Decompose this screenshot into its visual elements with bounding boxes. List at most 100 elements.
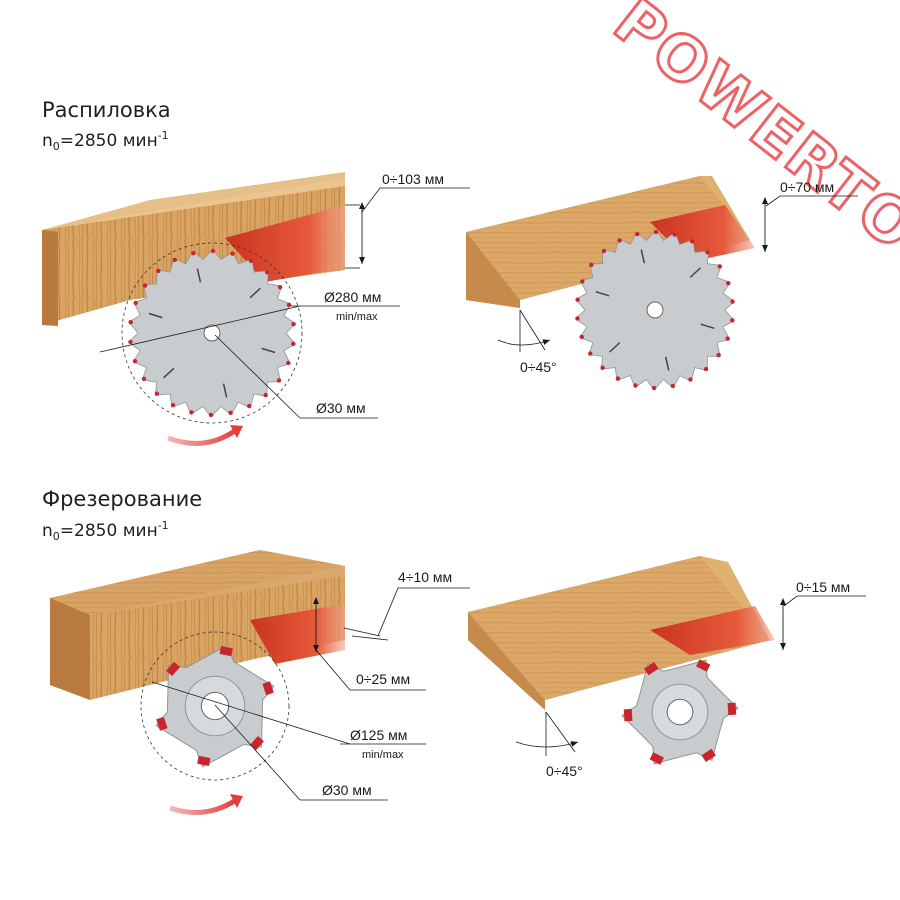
tooth-tip (615, 376, 621, 381)
tooth-tip (717, 264, 722, 269)
straight-saw-panel: 0÷103 мм Ø280 мм min/max Ø30 мм (42, 171, 470, 446)
sawing-speed-sub: 0 (53, 140, 60, 153)
mill-width-label: 4÷10 мм (398, 569, 452, 585)
saw-cut-face (225, 205, 345, 282)
tooth-tip (653, 229, 659, 235)
saw-diameter-label: Ø280 мм (324, 289, 381, 305)
tooth-tip (154, 391, 160, 396)
tooth-tip (716, 352, 721, 358)
bevel-mill-cut-face (650, 606, 775, 655)
bevel-saw-angle-label: 0÷45° (520, 359, 557, 375)
tooth-tip (291, 341, 296, 347)
bevel-mill-depth-label: 0÷15 мм (796, 579, 850, 595)
expansion-slot (664, 356, 670, 371)
bevel-beam-end (466, 232, 520, 308)
tooth-tip (705, 250, 710, 255)
tooth-tip (688, 377, 693, 382)
tooth-tip (170, 402, 176, 408)
milling-speed: n0=2850 мин-1 (42, 519, 169, 543)
straight-mill-panel: 4÷10 мм 0÷25 мм Ø125 мм min/max Ø30 мм (50, 550, 470, 815)
tooth-tip (128, 319, 133, 325)
bevel-saw-panel: 0÷70 мм 0÷45° (466, 176, 858, 391)
rotation-arrow (167, 427, 238, 446)
mill-cut-face (250, 604, 345, 664)
expansion-slot (249, 287, 261, 299)
expansion-slot (595, 290, 610, 297)
mill-depth-label: 0÷25 мм (356, 671, 410, 687)
expansion-slot (700, 323, 715, 330)
tooth-tip (228, 410, 233, 416)
mill-beam-end (50, 598, 90, 700)
saw-diameter-note: min/max (336, 311, 378, 323)
tooth-tip (208, 412, 214, 418)
carbide-tip (249, 735, 264, 751)
tooth-tip (580, 279, 585, 284)
tooth-tip (156, 268, 161, 274)
tooth-tip (291, 321, 296, 327)
carbide-tip (166, 661, 181, 677)
expansion-slot (222, 383, 228, 398)
blade-bore (646, 301, 664, 319)
tooth-tip (726, 281, 731, 286)
milling-speed-sub: 0 (53, 530, 60, 543)
expansion-slot (640, 249, 646, 264)
bevel-saw-depth-label: 0÷70 мм (780, 179, 834, 195)
tooth-tip (670, 383, 675, 389)
mill-bore-label: Ø30 мм (322, 782, 372, 798)
mill-diameter-note: min/max (362, 749, 404, 761)
tooth-tip (286, 360, 291, 366)
tooth-tip (264, 270, 270, 275)
tooth-tip (703, 366, 709, 372)
bevel-mill-beam-end (468, 612, 545, 710)
tooth-tip (575, 297, 580, 302)
tooth-tip (141, 376, 147, 381)
carbide-tip (219, 646, 233, 657)
tooth-tip (579, 334, 584, 339)
milling-speed-sup: -1 (158, 519, 169, 532)
sawing-speed: n0=2850 мин-1 (42, 129, 169, 153)
tooth-tip (276, 378, 282, 383)
tooth-tip (142, 283, 148, 288)
tooth-tip (633, 383, 638, 388)
tooth-tip (575, 316, 580, 321)
tooth-tip (600, 365, 605, 370)
tooth-tip (277, 285, 283, 290)
sawing-speed-value: =2850 мин (60, 131, 158, 151)
mill-diameter-label: Ø125 мм (350, 727, 407, 743)
cutter-body-group (155, 644, 275, 768)
carbide-tip (262, 681, 274, 696)
bevel-mill-angle-label: 0÷45° (546, 763, 583, 779)
tooth-tip (133, 300, 138, 306)
tooth-tip (635, 231, 640, 237)
tooth-tip (263, 392, 268, 398)
carbide-tip (701, 748, 716, 763)
carbide-tip (197, 755, 211, 766)
milling-title: Фрезерование (42, 487, 202, 511)
tooth-tip (730, 318, 735, 323)
beam-end (42, 230, 58, 326)
tooth-tip (617, 238, 622, 243)
bevel-saw-blade (574, 229, 736, 391)
carbide-tip (696, 659, 711, 672)
tooth-tip (210, 248, 216, 254)
expansion-slot (261, 347, 276, 354)
cutter-bore (666, 698, 694, 726)
expansion-slot (163, 367, 175, 379)
expansion-slot (196, 268, 202, 283)
tooth-tip (247, 403, 252, 409)
carbide-tip (156, 716, 168, 731)
bevel-mill-cutter (621, 659, 739, 765)
expansion-slot (689, 267, 701, 278)
cutter-outline (140, 631, 290, 781)
carbide-tip (727, 702, 737, 716)
blade-bore (203, 324, 221, 342)
tooth-tip (730, 299, 735, 304)
mill-cutter (140, 631, 290, 781)
carbide-tip (644, 661, 659, 676)
sawing-title: Распиловка (42, 98, 171, 122)
expansion-slot (609, 342, 621, 353)
tooth-tip (651, 385, 657, 391)
milling-speed-value: =2850 мин (60, 521, 158, 541)
mill-beam-front (90, 576, 345, 700)
